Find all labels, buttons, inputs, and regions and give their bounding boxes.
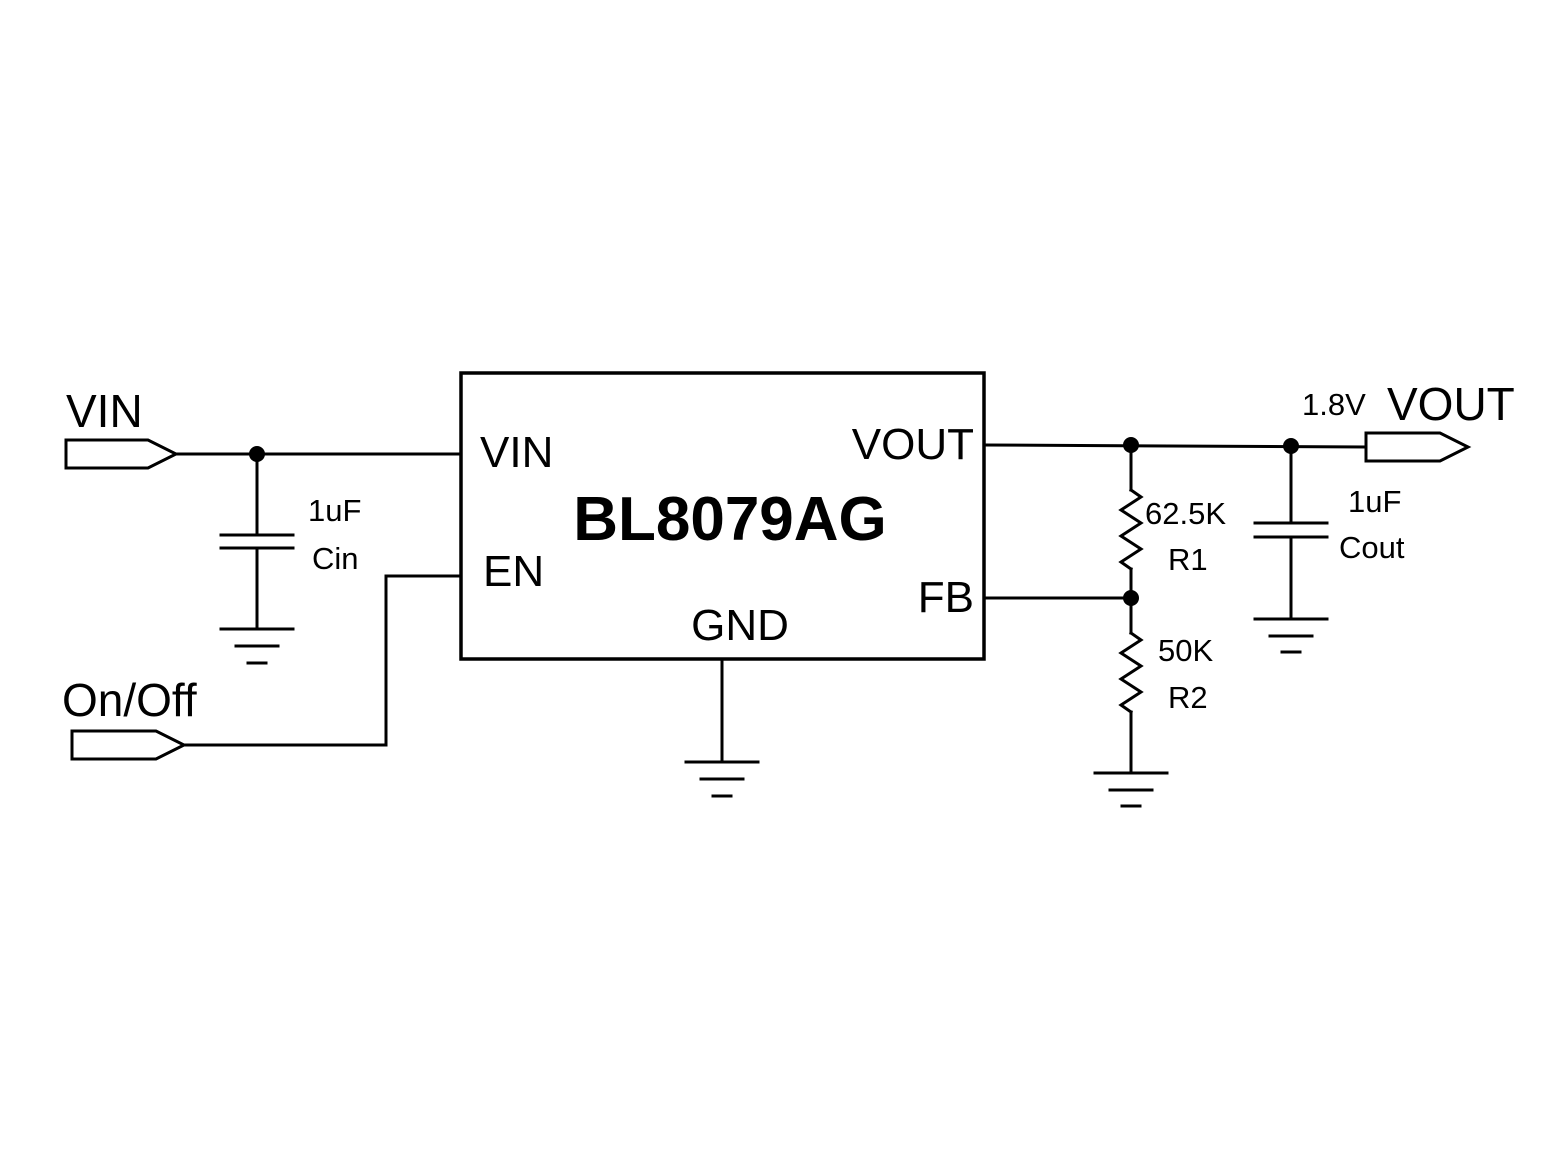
r2-resistor: [1118, 630, 1144, 715]
vout-port-label: VOUT: [1387, 378, 1515, 430]
on-off-port: On/Off: [62, 574, 463, 761]
r2-ref: R2: [1168, 680, 1208, 715]
ground-icon: [1253, 617, 1329, 654]
on-off-port-arrow: [70, 729, 188, 761]
on-off-port-label: On/Off: [62, 674, 197, 726]
r1-ref: R1: [1168, 542, 1208, 577]
ground-icon: [1093, 771, 1169, 808]
pin-label-gnd: GND: [691, 601, 789, 650]
vout-port: 1.8V VOUT: [1302, 378, 1515, 463]
en-wire: [182, 574, 463, 747]
output-capacitor-network: 1uF Cout: [1253, 444, 1405, 654]
vin-port: VIN: [64, 385, 180, 470]
vin-port-arrow: [64, 438, 180, 470]
pin-label-fb: FB: [918, 573, 974, 622]
feedback-divider: 62.5K R1 50K R2: [982, 443, 1226, 808]
vin-port-label: VIN: [66, 385, 143, 437]
ic-ground: [684, 657, 760, 798]
r1-resistor: [1118, 487, 1144, 572]
cout-ref: Cout: [1339, 530, 1405, 565]
ground-icon: [684, 760, 760, 798]
vout-voltage: 1.8V: [1302, 387, 1366, 422]
r1-value: 62.5K: [1145, 496, 1226, 531]
r2-value: 50K: [1158, 633, 1213, 668]
vout-port-arrow: [1364, 431, 1472, 463]
chip-name: BL8079AG: [573, 485, 887, 554]
cin-ref: Cin: [312, 541, 359, 576]
cout-value: 1uF: [1348, 484, 1401, 519]
input-capacitor-network: 1uF Cin: [174, 446, 463, 665]
output-network: [982, 437, 1368, 454]
vout-wire: [982, 443, 1368, 449]
cin-value: 1uF: [308, 493, 361, 528]
pin-label-en: EN: [483, 547, 544, 596]
ic-package: BL8079AG VIN EN GND VOUT FB: [459, 371, 986, 661]
pin-label-vin: VIN: [480, 428, 553, 477]
pin-label-vout: VOUT: [852, 420, 974, 469]
ground-icon: [219, 627, 295, 665]
